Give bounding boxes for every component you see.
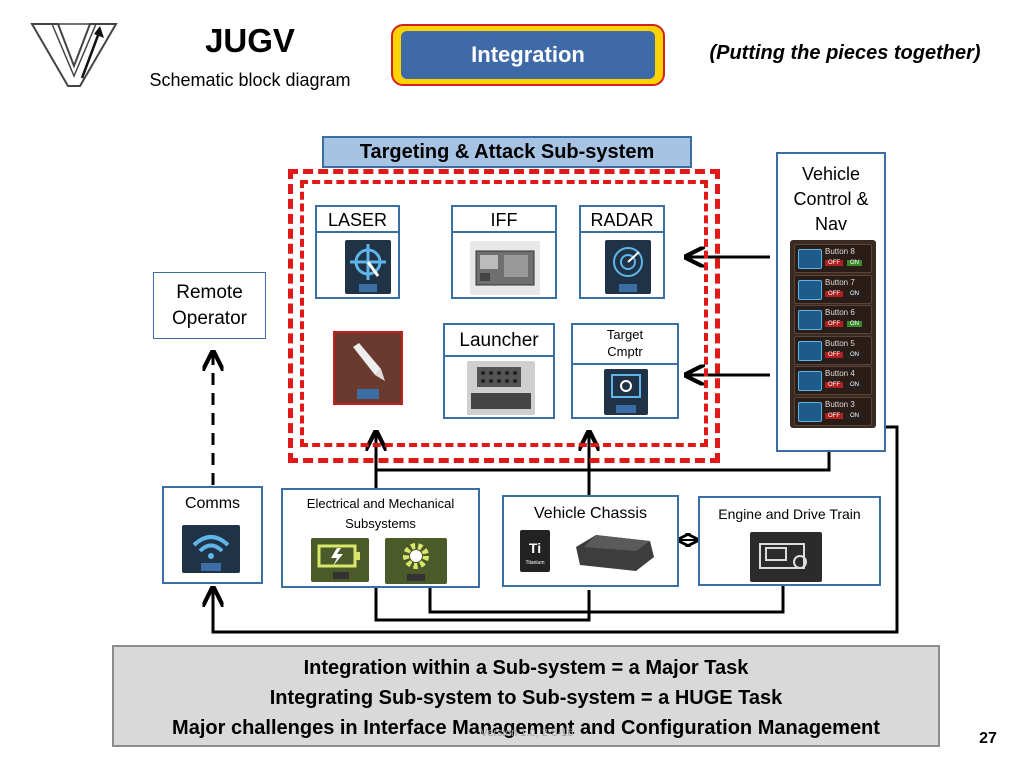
control-button-label: Button 6: [825, 308, 855, 317]
comms-label: Comms: [184, 495, 241, 512]
integration-banner: Integration: [391, 24, 665, 86]
control-panel-row[interactable]: Button 3 OFF ON: [794, 396, 872, 426]
target-cmptr-box: Target Cmptr: [571, 323, 679, 419]
wifi-icon: [182, 525, 240, 573]
electrical-line1: Electrical and Mechanical: [306, 496, 455, 511]
toggle-on[interactable]: ON: [847, 260, 862, 266]
titanium-name: Titanium: [525, 560, 545, 566]
titanium-element-tile: Ti Titanium: [520, 530, 550, 572]
control-button-label: Button 7: [825, 277, 855, 287]
page-title: JUGV: [205, 22, 295, 59]
toggle-on[interactable]: ON: [847, 382, 862, 388]
radar-box: RADAR: [579, 205, 665, 299]
toggle-off[interactable]: OFF: [825, 351, 843, 358]
page-number: 27: [979, 730, 997, 747]
laser-box: LASER: [315, 205, 400, 299]
iff-label: IFF: [490, 210, 518, 230]
launcher-box: Launcher: [443, 323, 555, 419]
crosshair-icon: [345, 240, 391, 294]
radar-label: RADAR: [590, 210, 654, 230]
battery-icon: [311, 538, 369, 582]
chassis-image: [566, 527, 660, 575]
subsystem-outer-border: [288, 169, 720, 463]
gear-icon: [385, 538, 447, 584]
control-panel-row[interactable]: Button 4 OFF ON: [794, 366, 872, 395]
control-button-label: Button 8: [825, 247, 855, 256]
control-panel-row[interactable]: Button 8 OFF ON: [794, 244, 872, 273]
control-button-icon: [798, 249, 822, 269]
control-button-label: Button 5: [825, 338, 855, 348]
toggle-on[interactable]: ON: [847, 412, 862, 419]
iff-box: IFF: [451, 205, 557, 299]
vehicle-chassis-box: Vehicle Chassis Ti Titanium: [502, 495, 679, 587]
control-panel-row[interactable]: Button 6 OFF ON: [794, 305, 872, 334]
footer-line1: Integration within a Sub-system = a Majo…: [303, 657, 749, 679]
control-button-label: Button 4: [825, 369, 855, 378]
toggle-on[interactable]: ON: [847, 351, 862, 358]
control-button-icon: [798, 371, 822, 391]
comms-box: Comms: [162, 486, 263, 584]
footer-line2: Integrating Sub-system to Sub-system = a…: [269, 687, 783, 709]
launcher-label: Launcher: [459, 330, 539, 351]
control-panel-row[interactable]: Button 5 OFF ON: [794, 335, 872, 365]
toggle-off[interactable]: OFF: [825, 321, 843, 327]
engine-drive-box: Engine and Drive Train: [698, 496, 881, 586]
toggle-off[interactable]: OFF: [825, 382, 843, 388]
control-button-label: Button 3: [825, 399, 855, 409]
titanium-symbol: Ti: [528, 540, 542, 556]
remote-operator-line1: Remote: [176, 282, 243, 303]
laser-label: LASER: [327, 210, 388, 230]
vehicle-control-line3: Nav: [814, 214, 847, 234]
toggle-on[interactable]: ON: [847, 321, 862, 327]
electrical-mechanical-box: Electrical and Mechanical Subsystems: [281, 488, 480, 588]
target-cmptr-line1: Target: [606, 327, 644, 342]
iff-device-icon: [470, 241, 540, 295]
remote-operator-box: Remote Operator: [153, 272, 266, 339]
subsystem-title: Targeting & Attack Sub-system: [322, 136, 692, 168]
toggle-off[interactable]: OFF: [825, 290, 843, 297]
target-computer-icon: [604, 369, 648, 415]
engine-icon: [750, 532, 822, 582]
integration-label: Integration: [401, 31, 655, 79]
electrical-line2: Subsystems: [345, 516, 416, 531]
footer-line3: Major challenges in Interface Management…: [172, 717, 880, 739]
engine-drive-label: Engine and Drive Train: [718, 506, 861, 522]
tagline: (Putting the pieces together): [709, 42, 981, 64]
control-panel-row[interactable]: Button 7 OFF ON: [794, 274, 872, 304]
control-button-icon: [798, 340, 822, 361]
control-button-icon: [798, 401, 822, 422]
page-subtitle: Schematic block diagram: [149, 70, 351, 90]
radar-icon: [605, 240, 651, 294]
logo: [28, 20, 120, 90]
control-button-icon: [798, 279, 822, 300]
toggle-on[interactable]: ON: [847, 290, 862, 297]
target-cmptr-line2: Cmptr: [607, 344, 643, 359]
control-button-icon: [798, 310, 822, 330]
subsystem-inner-border: [300, 180, 708, 447]
launcher-image: [467, 361, 535, 415]
toggle-off[interactable]: OFF: [825, 412, 843, 419]
vehicle-chassis-label: Vehicle Chassis: [534, 505, 647, 522]
toggle-off[interactable]: OFF: [825, 260, 843, 266]
remote-operator-line2: Operator: [172, 308, 247, 329]
footer-box: Integration within a Sub-system = a Majo…: [112, 645, 940, 747]
missile-icon: [333, 331, 403, 405]
vehicle-control-line1: Vehicle: [801, 164, 861, 184]
version-watermark: Version 1.0, 2-5-16: [480, 727, 574, 739]
vehicle-control-line2: Control &: [793, 189, 869, 209]
